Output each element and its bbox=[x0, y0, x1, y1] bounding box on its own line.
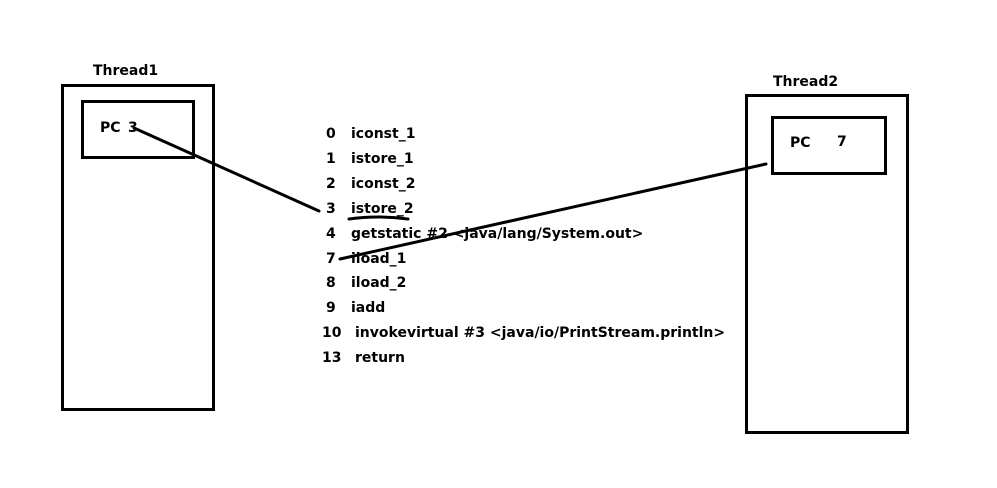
bytecode-instruction: iconst_1 bbox=[351, 126, 416, 142]
bytecode-instruction: return bbox=[355, 350, 405, 366]
thread2-title: Thread2 bbox=[773, 74, 839, 90]
bytecode-offset: 3 bbox=[326, 201, 336, 217]
thread1-title: Thread1 bbox=[93, 63, 159, 79]
bytecode-offset: 7 bbox=[326, 251, 336, 267]
thread1-pc-register bbox=[81, 100, 195, 159]
thread2-box bbox=[745, 94, 909, 434]
bytecode-instruction: iload_2 bbox=[351, 275, 407, 291]
bytecode-offset: 0 bbox=[326, 126, 336, 142]
thread2-pc-value: 7 bbox=[837, 134, 847, 150]
thread1-pc-value: 3 bbox=[128, 120, 138, 136]
thread2-pc-label: PC bbox=[790, 135, 811, 151]
bytecode-offset: 10 bbox=[322, 325, 342, 341]
bytecode-offset: 2 bbox=[326, 176, 336, 192]
bytecode-offset: 9 bbox=[326, 300, 336, 316]
bytecode-offset: 8 bbox=[326, 275, 336, 291]
thread1-pc-label: PC bbox=[100, 120, 121, 136]
thread2-pc-register bbox=[771, 116, 887, 175]
bytecode-instruction: iadd bbox=[351, 300, 386, 316]
bytecode-offset: 4 bbox=[326, 226, 336, 242]
bytecode-instruction: istore_2 bbox=[351, 201, 414, 217]
bytecode-instruction: istore_1 bbox=[351, 151, 414, 167]
bytecode-offset: 13 bbox=[322, 350, 342, 366]
bytecode-instruction: iconst_2 bbox=[351, 176, 416, 192]
thread1-box bbox=[61, 84, 215, 411]
bytecode-offset: 1 bbox=[326, 151, 336, 167]
bytecode-instruction: getstatic #2 <java/lang/System.out> bbox=[351, 226, 644, 242]
bytecode-instruction: invokevirtual #3 <java/io/PrintStream.pr… bbox=[355, 325, 726, 341]
bytecode-instruction: iload_1 bbox=[351, 251, 407, 267]
